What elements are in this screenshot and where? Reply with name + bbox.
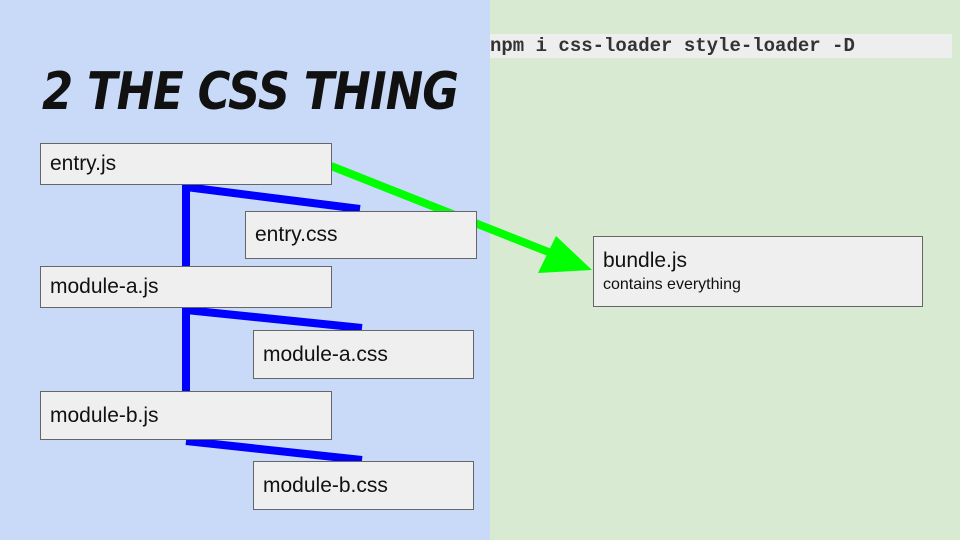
bundle-js-box: bundle.js contains everything bbox=[593, 236, 923, 307]
bundle-js-description: contains everything bbox=[603, 276, 741, 293]
module-a-js-label: module-a.js bbox=[50, 275, 159, 298]
slide-title: 2 THE CSS THING bbox=[42, 62, 459, 122]
entry-css-box: entry.css bbox=[245, 211, 477, 259]
entry-css-label: entry.css bbox=[255, 223, 338, 246]
module-b-css-box: module-b.css bbox=[253, 461, 474, 510]
module-a-js-box: module-a.js bbox=[40, 266, 332, 308]
output-arrow-line bbox=[329, 162, 558, 259]
module-a-css-box: module-a.css bbox=[253, 330, 474, 379]
entry-js-box: entry.js bbox=[40, 143, 332, 185]
branch-module-a-css bbox=[185, 306, 363, 332]
branch-module-b-css bbox=[185, 437, 363, 464]
module-b-js-label: module-b.js bbox=[50, 404, 159, 427]
module-b-js-box: module-b.js bbox=[40, 391, 332, 440]
module-b-css-label: module-b.css bbox=[263, 474, 388, 497]
entry-js-label: entry.js bbox=[50, 152, 117, 175]
output-arrow-head bbox=[538, 236, 592, 273]
branch-entry-css bbox=[185, 183, 361, 213]
module-a-css-label: module-a.css bbox=[263, 343, 388, 366]
install-command: npm i css-loader style-loader -D bbox=[490, 34, 952, 58]
bundle-js-label: bundle.js bbox=[603, 249, 688, 272]
